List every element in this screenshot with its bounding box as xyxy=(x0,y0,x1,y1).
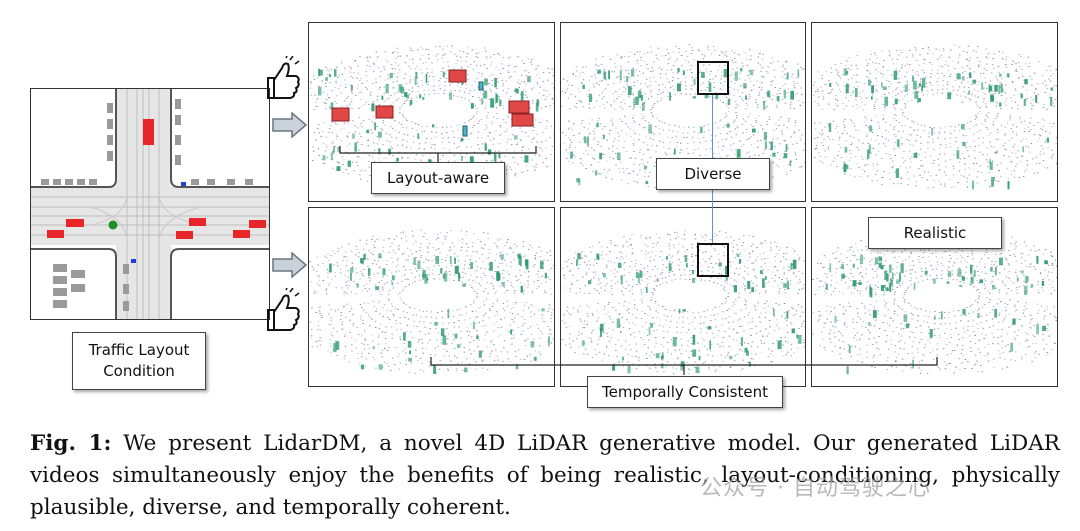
traffic-layout-condition-label: Traffic Layout Condition xyxy=(72,332,206,390)
diverse-label: Diverse xyxy=(656,158,770,190)
caption-prefix: Fig. 1: xyxy=(30,431,112,456)
right-arrow-icon xyxy=(272,251,308,279)
figure-caption: Fig. 1: We present LidarDM, a novel 4D L… xyxy=(30,428,1060,524)
lidar-panel-bottom-middle xyxy=(560,207,806,387)
thumbs-up-icon xyxy=(262,55,302,102)
temporally-consistent-label: Temporally Consistent xyxy=(587,376,783,408)
layout-aware-label: Layout-aware xyxy=(371,162,505,194)
temporal-bracket xyxy=(430,357,938,375)
caption-text: We present LidarDM, a novel 4D LiDAR gen… xyxy=(30,431,1060,520)
realistic-label: Realistic xyxy=(868,217,1002,249)
traffic-layout-map xyxy=(30,88,270,320)
thumbs-up-icon xyxy=(262,287,302,334)
right-arrow-icon xyxy=(272,111,308,139)
traffic-layout-line1: Traffic Layout xyxy=(88,341,190,359)
watermark: 公众号 · 自动驾驶之心 xyxy=(700,476,931,501)
highlight-box-top xyxy=(697,61,729,95)
object-boxes-overlay xyxy=(331,69,537,162)
traffic-layout-svg xyxy=(31,89,269,319)
traffic-layout-line2: Condition xyxy=(103,362,175,380)
lidar-panel-top-right xyxy=(811,22,1058,202)
highlight-box-bottom xyxy=(697,243,729,277)
